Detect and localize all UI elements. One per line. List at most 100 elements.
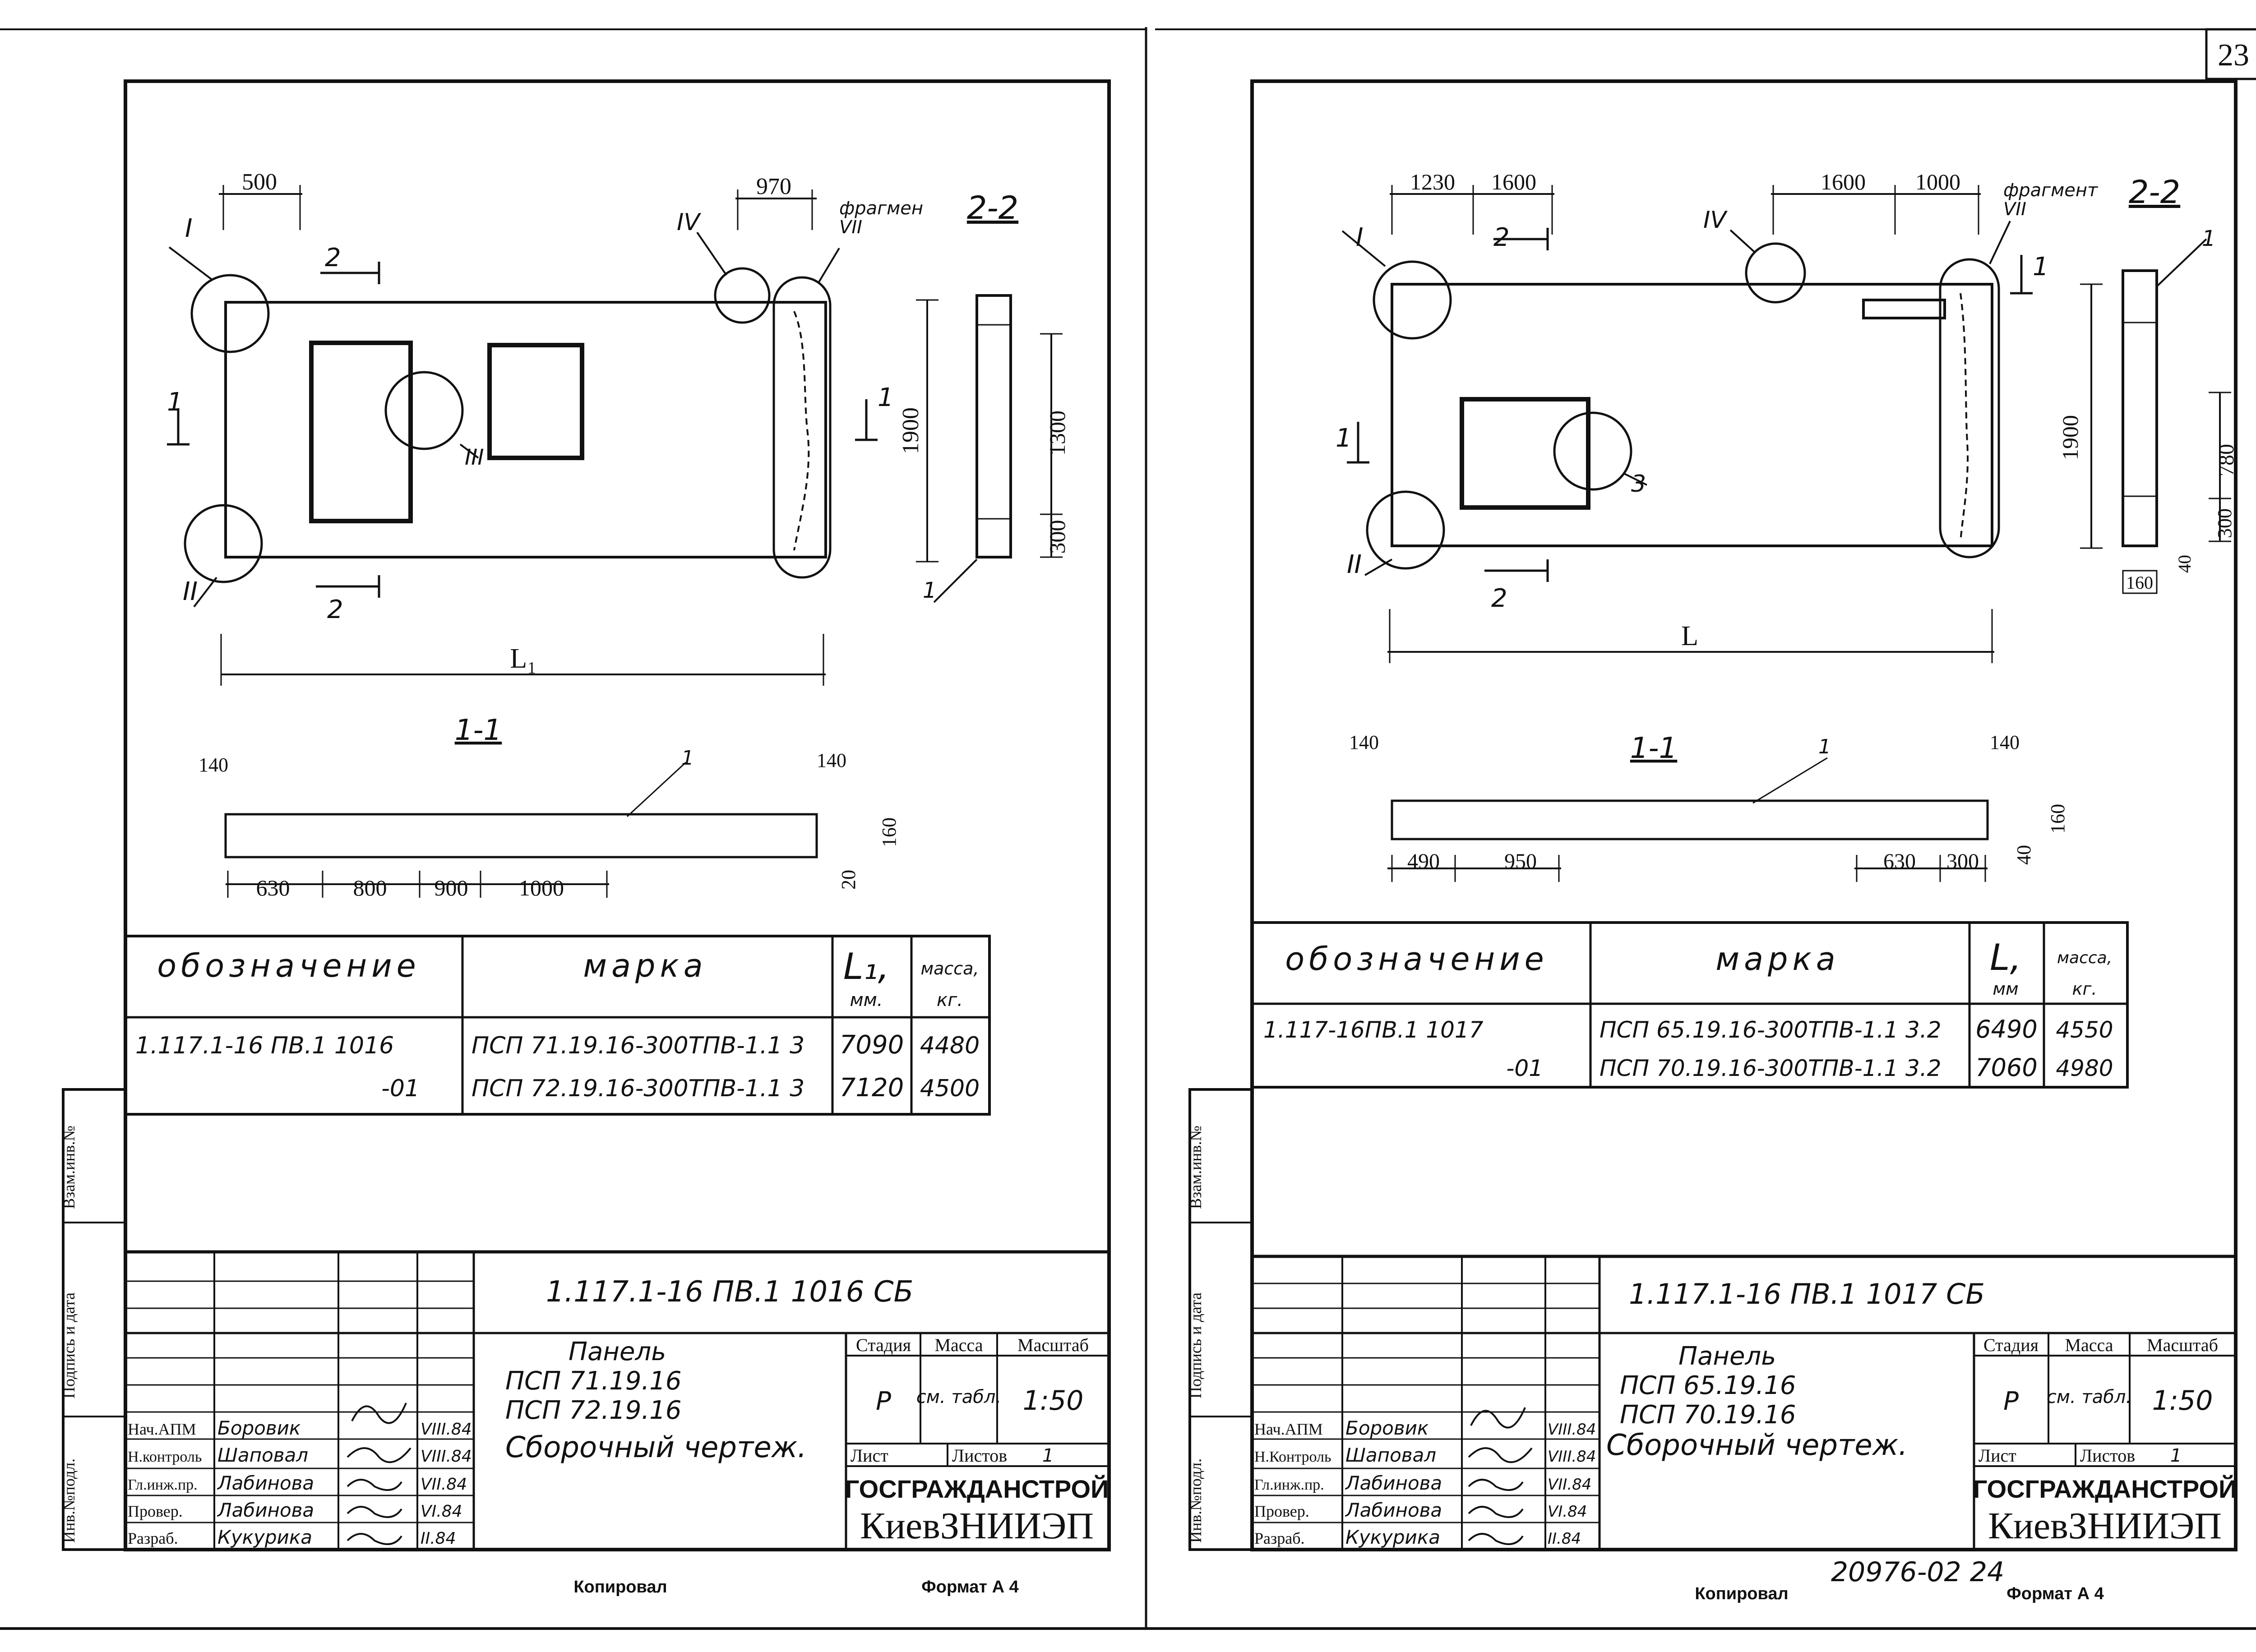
marks-table: обозначение марка L₁, мм. масса, кг. 1.1…: [124, 935, 991, 1116]
side-dim-4: 160: [2126, 572, 2153, 593]
panel-plan-outline: [224, 301, 827, 558]
doc-code: 1.117.1-16 ПВ.1 1016 СБ: [546, 1275, 913, 1309]
table-row1-mark: ПСП 65.19.16-300ТПВ-1.1 3.2: [1600, 1017, 1942, 1043]
table-row1-mark: ПСП 71.19.16-300ТПВ-1.1 3: [472, 1032, 804, 1059]
sheet-right: Взам.инв.№ Подпись и дата Инв.№подл. I I…: [1187, 79, 2238, 1603]
format-label: Формат А 4: [2006, 1584, 2103, 1603]
stage-header: Стадия: [856, 1335, 911, 1355]
dim-top-3: 1600: [1821, 169, 1866, 194]
side-stamp-label-2: Подпись и дата: [60, 1292, 78, 1398]
sec-callout-1: 1: [1818, 735, 1831, 758]
callout-II-circle: [1366, 490, 1445, 570]
doc-title-4: Сборочный чертеж.: [505, 1431, 807, 1464]
table-header-length: L,: [1990, 937, 2021, 978]
sheet-right-frame: [1250, 79, 2238, 1551]
signer-1-role: Нач.АПМ: [128, 1420, 196, 1438]
sec-dim-bottom-4: 300: [1946, 849, 1979, 873]
stage-value: Р: [876, 1387, 891, 1416]
side-dim-2: 300: [1045, 520, 1070, 554]
sec-dim-right-1: 160: [2047, 804, 2069, 834]
signer-4-name: Лабинова: [217, 1499, 314, 1521]
callout-III-label: III: [465, 445, 484, 470]
dim-970: 970: [756, 174, 791, 199]
callout-VII-oval: [772, 276, 832, 579]
side-dim-1: 1300: [1045, 411, 1070, 456]
section-1-left-label: 1: [167, 388, 183, 417]
signer-1-name: Боровик: [217, 1417, 301, 1439]
signer-5-role: Разраб.: [128, 1529, 178, 1547]
signer-1-date: VIII.84: [421, 1420, 472, 1439]
marks-table: обозначение марка L, мм масса, кг. 1.117…: [1251, 921, 2129, 1089]
signer-5-name: Кукурика: [1345, 1526, 1440, 1548]
callout-IV-circle: [714, 267, 771, 324]
callout-IV-label: IV: [1703, 207, 1728, 234]
table-header-mass: масса,: [2057, 949, 2112, 967]
sec-dim-right-2: 40: [2013, 845, 2035, 865]
sec-dim-right-1: 160: [878, 817, 900, 847]
sec-dim-bottom-3: 900: [435, 875, 468, 900]
table-row1-length: 7090: [840, 1030, 904, 1060]
signer-5-name: Кукурика: [217, 1526, 312, 1548]
table-header-designation: обозначение: [157, 947, 420, 984]
section-2-top-label: 2: [1493, 223, 1510, 252]
signer-2-name: Шаповал: [1345, 1444, 1436, 1466]
signer-2-name: Шаповал: [217, 1444, 308, 1466]
section-2-bottom-label: 2: [327, 595, 343, 624]
table-row2-designation: -01: [381, 1075, 420, 1102]
table-row2-mass: 4980: [2056, 1055, 2113, 1081]
signer-1-name: Боровик: [1345, 1417, 1429, 1439]
callout-I-label: I: [1356, 223, 1364, 252]
sheet-label: Лист: [1979, 1445, 2016, 1466]
signer-5-date: II.84: [1548, 1530, 1581, 1548]
dim-length: L₁: [510, 643, 537, 674]
dim-top-1: 1230: [1410, 169, 1455, 194]
sec-dim-bottom-2: 950: [1504, 849, 1537, 873]
table-header-mark: марка: [583, 947, 707, 984]
signer-4-role: Провер.: [1254, 1502, 1309, 1520]
table-header-mass: масса,: [920, 959, 979, 978]
window-opening-1: [309, 341, 413, 523]
sheet-label: Лист: [851, 1445, 888, 1466]
table-row2-length: 7060: [1975, 1053, 2037, 1082]
sheets-count: 1: [2170, 1445, 2182, 1466]
dim-1900: 1900: [2057, 415, 2083, 460]
sec-dim-bottom-1: 630: [256, 875, 290, 900]
org-name: ГОСГРАЖДАНСТРОЙ: [1973, 1475, 2237, 1503]
copied-label: Копировал: [573, 1578, 667, 1597]
signer-4-name: Лабинова: [1345, 1499, 1442, 1521]
table-row2-designation: -01: [1506, 1055, 1543, 1081]
side-view-outline: [975, 294, 1012, 558]
copy-number: 20976-02 24: [1831, 1556, 2004, 1588]
view-2-2-title: 2-2: [2129, 174, 2180, 211]
table-header-length: L₁,: [843, 946, 889, 988]
signatures: [347, 1403, 411, 1545]
sec-dim-top-2: 140: [1990, 731, 2020, 753]
signer-2-date: VIII.84: [1548, 1448, 1596, 1466]
table-header-mass-unit: кг.: [937, 990, 963, 1011]
signer-3-date: VII.84: [1548, 1476, 1591, 1494]
signer-3-role: Гл.инж.пр.: [1254, 1477, 1324, 1493]
stage-header: Стадия: [1983, 1335, 2039, 1355]
doc-code: 1.117.1-16 ПВ.1 1017 СБ: [1629, 1278, 1985, 1311]
view-2-2-title: 2-2: [967, 189, 1018, 226]
sec-dim-top-1: 140: [199, 754, 228, 776]
signer-2-role: Н.контроль: [128, 1449, 202, 1465]
section-1-1-outline: [224, 813, 818, 858]
callout-III-circle: [384, 371, 464, 450]
org-sub: КиевЗНИИЭП: [860, 1505, 1094, 1547]
mass-header: Масса: [934, 1335, 983, 1355]
doc-title-2: ПСП 71.19.16: [505, 1366, 682, 1396]
scale-value: 1:50: [2152, 1385, 2213, 1417]
side-stamp-label-3: Инв.№подл.: [1187, 1458, 1205, 1543]
table-row1-mass: 4480: [920, 1032, 980, 1059]
stage-value: Р: [2003, 1387, 2019, 1416]
doc-title-2: ПСП 65.19.16: [1620, 1371, 1796, 1400]
scale-header: Масштаб: [2147, 1335, 2218, 1355]
sheet-left: Взам.инв.№ Подпись и дата Инв.№подл. I I…: [60, 79, 1111, 1597]
format-label: Формат А 4: [921, 1578, 1018, 1597]
sec-dim-top-2: 140: [817, 749, 846, 771]
doc-title-4: Сборочный чертеж.: [1606, 1429, 1908, 1462]
mass-header: Масса: [2065, 1335, 2113, 1355]
callout-I-circle: [190, 274, 270, 353]
